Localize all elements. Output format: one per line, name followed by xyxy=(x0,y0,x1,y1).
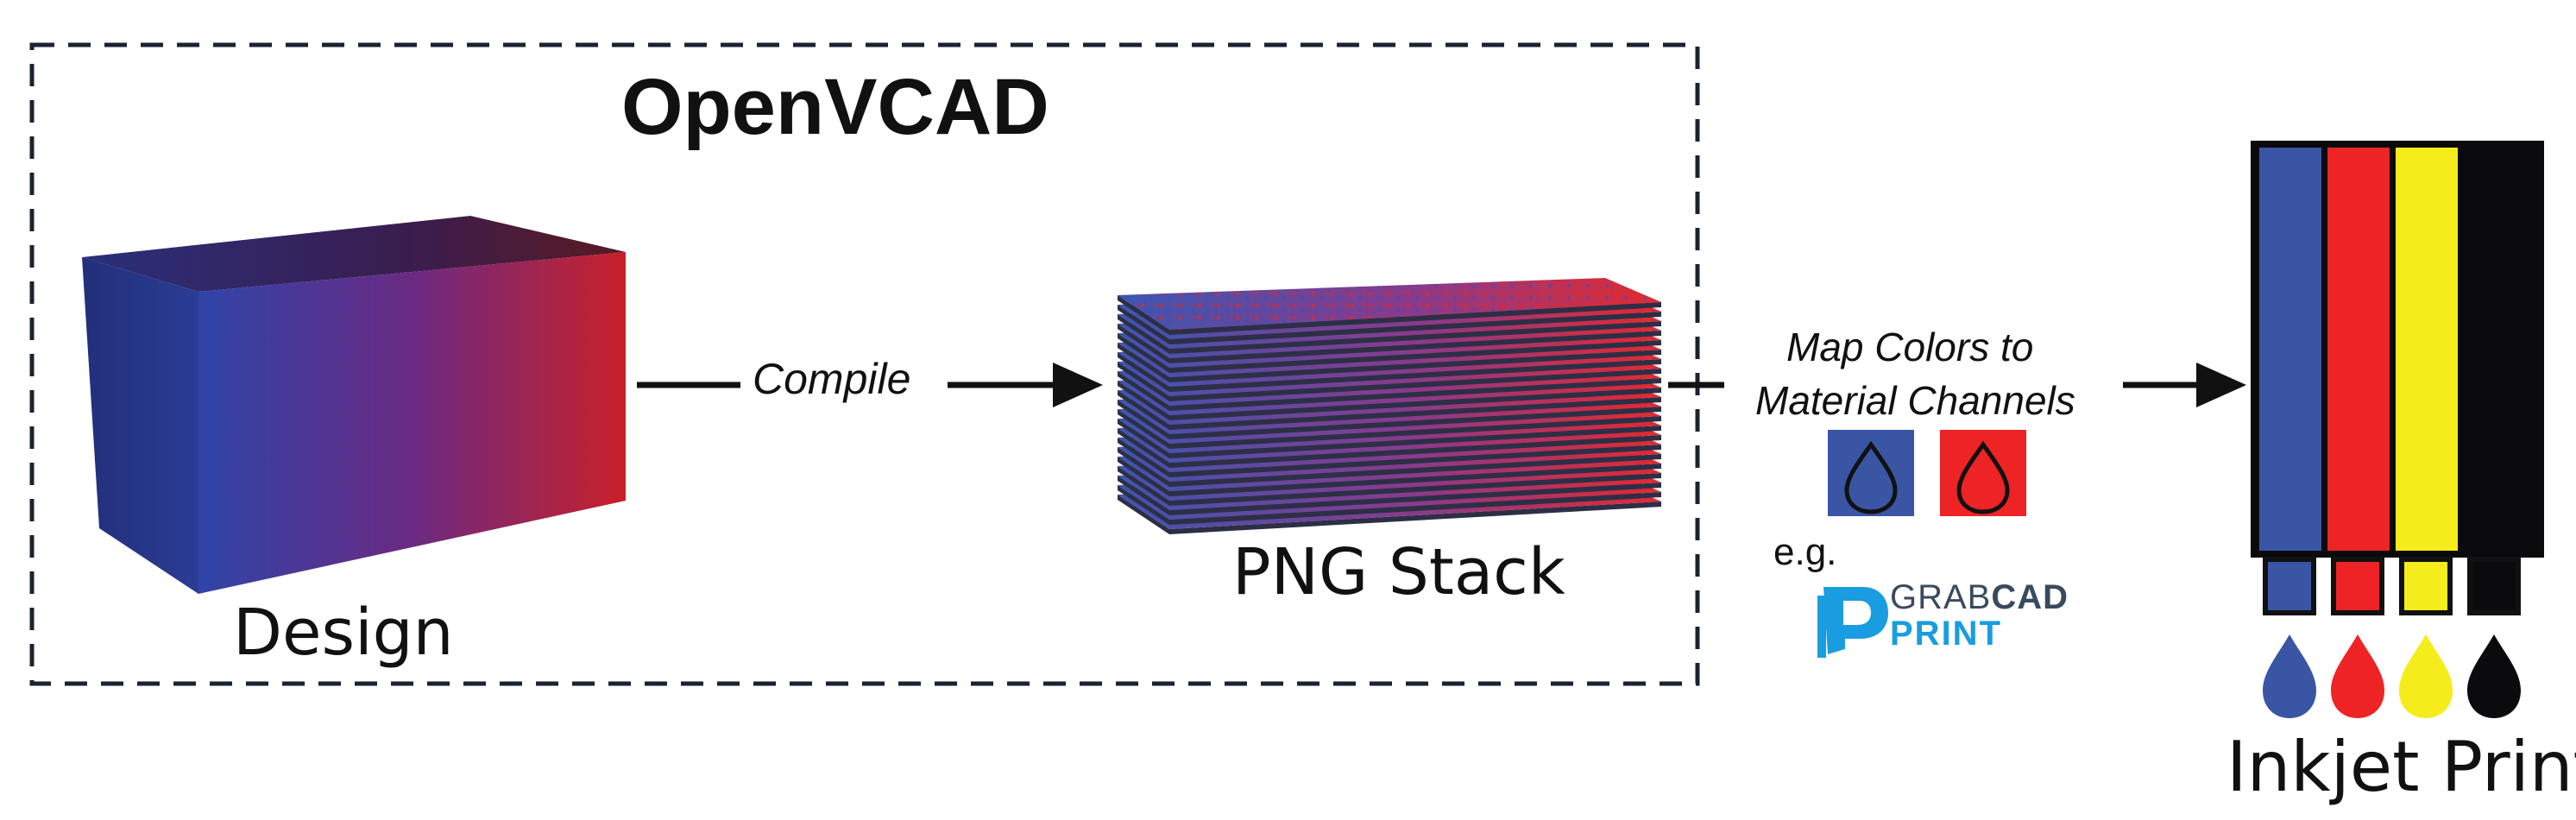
png-slice-top-texture xyxy=(1118,278,1661,330)
design-block xyxy=(82,216,626,594)
cartridge-blue xyxy=(2259,148,2321,551)
nozzle-blue xyxy=(2263,557,2316,615)
drop-yellow-icon xyxy=(2399,634,2453,718)
png-slice-edge xyxy=(1118,343,1661,382)
nozzle-black xyxy=(2467,557,2521,615)
png-slice-edge xyxy=(1118,419,1661,458)
inkjet-cartridges xyxy=(2251,141,2544,615)
cartridge-black xyxy=(2464,148,2536,551)
png-slice-edge xyxy=(1118,362,1661,401)
png-slice-edge xyxy=(1118,352,1661,392)
png-slice-edge xyxy=(1118,438,1661,477)
grabcad-word-grab: GRAB xyxy=(1890,578,1992,616)
png-slice-edge xyxy=(1118,305,1661,344)
map-colors-label-line1: Map Colors to xyxy=(1786,325,2034,369)
png-slice-edge xyxy=(1118,333,1661,373)
drop-red-icon xyxy=(2331,634,2384,718)
png-slice-edge xyxy=(1118,428,1661,468)
grabcad-word-cad: CAD xyxy=(1991,578,2069,616)
ink-drop-blue-icon xyxy=(1828,430,1914,516)
png-slice-edge xyxy=(1118,295,1661,335)
png-stack xyxy=(1118,278,1661,534)
png-slice-edge xyxy=(1118,371,1661,411)
drop-black-icon xyxy=(2467,634,2521,718)
drop-blue-icon xyxy=(2263,634,2316,718)
diagram-title: OpenVCAD xyxy=(621,63,1049,151)
png-slice-edge xyxy=(1118,381,1661,420)
grabcad-logo-icon xyxy=(1817,587,1888,658)
png-slice-edge xyxy=(1118,466,1661,506)
inkjet-print-label: Inkjet Print xyxy=(2226,727,2576,807)
png-slice-edge xyxy=(1118,476,1661,515)
cartridge-red xyxy=(2327,148,2390,551)
nozzle-red xyxy=(2331,557,2384,615)
png-slice-edge xyxy=(1118,409,1661,449)
ink-drop-red-icon xyxy=(1940,430,2026,516)
design-block-front xyxy=(198,252,626,594)
png-slice-edge xyxy=(1118,314,1661,354)
compile-label: Compile xyxy=(753,355,911,403)
png-slice-edge xyxy=(1118,447,1661,487)
nozzle-yellow xyxy=(2399,557,2453,615)
design-label: Design xyxy=(233,596,454,670)
png-slice-edge xyxy=(1118,390,1661,430)
grabcad-word-print: PRINT xyxy=(1890,615,2002,653)
compile-arrow xyxy=(637,363,1103,407)
map-colors-label-line2: Material Channels xyxy=(1755,378,2075,423)
png-slice-edge xyxy=(1118,400,1661,439)
png-slice-edge xyxy=(1118,324,1661,363)
png-slice-edge xyxy=(1118,485,1661,525)
design-block-side xyxy=(82,257,198,594)
map-arrow xyxy=(2123,363,2246,407)
example-prefix: e.g. xyxy=(1773,531,1837,573)
png-slice-edge xyxy=(1118,495,1661,534)
design-block-top xyxy=(82,216,626,292)
cartridge-yellow xyxy=(2396,148,2458,551)
png-slice-edge xyxy=(1118,457,1661,496)
openvcad-frame xyxy=(29,42,1700,686)
grabcad-wordmark: GRABCAD xyxy=(1890,578,2069,617)
png-stack-label: PNG Stack xyxy=(1232,535,1565,609)
